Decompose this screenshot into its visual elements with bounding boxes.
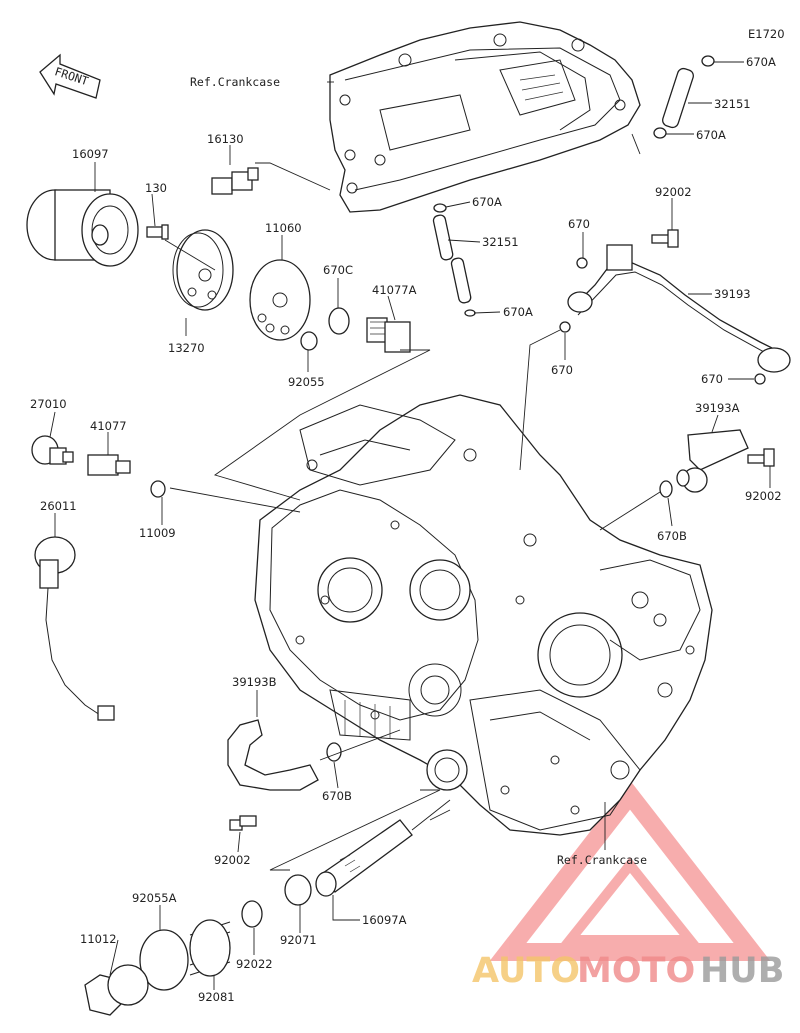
part-label-670-2: 670 xyxy=(551,363,573,377)
watermark-hub: HUB xyxy=(700,951,784,991)
oil-pipe-39193A-part xyxy=(676,429,749,493)
switch-27010-part xyxy=(31,435,74,465)
part-label-16097: 16097 xyxy=(72,147,109,161)
o-ring-92055A-part xyxy=(139,929,189,991)
bolt-92002-part xyxy=(747,448,775,467)
o-ring-670-part xyxy=(559,321,571,333)
upper-crankcase-drawing xyxy=(329,21,641,213)
fitting-16130-part xyxy=(211,167,259,195)
bolt-130-part xyxy=(146,224,169,240)
oil-pipe-39193-part xyxy=(567,244,791,373)
o-ring-670C-part xyxy=(328,307,350,335)
watermark-moto: MOTO xyxy=(577,951,695,991)
part-label-670A-2: 670A xyxy=(696,128,726,142)
leader-lines xyxy=(49,61,771,990)
part-label-92002-2: 92002 xyxy=(745,489,782,503)
part-label-11060: 11060 xyxy=(265,221,302,235)
part-label-670A-4: 670A xyxy=(503,305,533,319)
part-label-39193: 39193 xyxy=(714,287,751,301)
ref-crankcase-bottom-label: Ref.Crankcase xyxy=(557,853,647,867)
watermark-logo-triangle xyxy=(489,780,771,961)
watermark-auto: AUTO xyxy=(472,951,580,991)
ref-crankcase-top-label: Ref.Crankcase xyxy=(190,75,280,89)
part-label-92022: 92022 xyxy=(236,957,273,971)
o-ring-670B-part xyxy=(326,742,342,762)
part-label-670A-1: 670A xyxy=(746,55,776,69)
dowel-32151-part xyxy=(432,214,472,304)
oil-filter-part xyxy=(26,189,139,267)
part-label-670B-2: 670B xyxy=(322,789,352,803)
part-label-16097A: 16097A xyxy=(362,913,407,927)
diagram-code: E1720 xyxy=(748,27,785,41)
part-label-41077: 41077 xyxy=(90,419,127,433)
part-label-41077A: 41077A xyxy=(372,283,417,297)
washer-92022-part xyxy=(241,900,263,928)
part-label-92071: 92071 xyxy=(280,933,317,947)
part-label-39193B: 39193B xyxy=(232,675,277,689)
part-label-27010: 27010 xyxy=(30,397,67,411)
oil-pipe-39193B-part xyxy=(227,719,319,791)
o-ring-670-part xyxy=(754,373,766,385)
part-label-92055: 92055 xyxy=(288,375,325,389)
o-ring-670A-part xyxy=(464,309,476,317)
cap-11012-part xyxy=(84,964,149,1016)
part-label-11012: 11012 xyxy=(80,932,117,946)
part-label-32151-1: 32151 xyxy=(714,97,751,111)
part-label-39193A: 39193A xyxy=(695,401,740,415)
part-label-32151-2: 32151 xyxy=(482,235,519,249)
part-labels: E1720 Ref.Crankcase Ref.Crankcase 16097 … xyxy=(30,27,785,1004)
main-crankcase-drawing xyxy=(254,394,713,836)
ring-92071-part xyxy=(284,874,312,906)
harness-26011-part xyxy=(34,536,115,721)
part-label-11009: 11009 xyxy=(139,526,176,540)
plate-13270-part xyxy=(172,229,234,311)
gasket-11060-part xyxy=(249,259,311,341)
part-label-670-3: 670 xyxy=(701,372,723,386)
plug-41077A-part xyxy=(366,317,411,353)
front-arrow: FRONT xyxy=(39,53,101,99)
part-label-670C: 670C xyxy=(323,263,353,277)
part-label-670B-1: 670B xyxy=(657,529,687,543)
o-ring-670-part xyxy=(576,257,588,269)
part-label-92055A: 92055A xyxy=(132,891,177,905)
o-ring-670A-part xyxy=(653,127,667,139)
part-label-670-1: 670 xyxy=(568,217,590,231)
plug-41077-part xyxy=(87,454,131,476)
watermark-wordmark: AUTO MOTO HUB xyxy=(472,951,784,991)
part-label-16130: 16130 xyxy=(207,132,244,146)
o-ring-670B-part xyxy=(659,480,673,498)
o-ring-92055-part xyxy=(300,331,318,351)
part-label-670A-3: 670A xyxy=(472,195,502,209)
dowel-32151-part xyxy=(662,67,694,129)
bolt-92002-part xyxy=(651,229,679,248)
o-ring-670A-part xyxy=(433,203,447,213)
part-label-92002-1: 92002 xyxy=(655,185,692,199)
bolt-92002-part xyxy=(229,815,257,831)
part-label-92081: 92081 xyxy=(198,990,235,1004)
strainer-16097A-part xyxy=(315,819,413,897)
spring-92081-part xyxy=(189,919,231,977)
washer-11009-part xyxy=(150,480,166,498)
part-label-130: 130 xyxy=(145,181,167,195)
part-label-26011: 26011 xyxy=(40,499,77,513)
part-label-92002-3: 92002 xyxy=(214,853,251,867)
part-label-13270: 13270 xyxy=(168,341,205,355)
o-ring-670A-part xyxy=(701,55,715,67)
